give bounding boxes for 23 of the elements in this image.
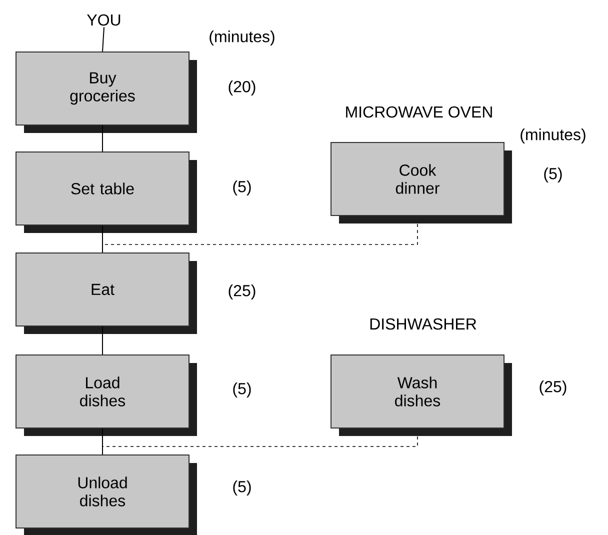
process-box: Load dishes <box>16 354 197 436</box>
duration-label: (25) <box>540 380 566 396</box>
duration-label: (5) <box>233 382 251 398</box>
unit-label: (minutes) <box>210 30 274 46</box>
duration-label: (5) <box>233 480 251 496</box>
connector-line <box>102 225 103 253</box>
process-box: Wash dishes <box>330 354 512 436</box>
process-box: Set table <box>16 152 197 233</box>
duration-label: (5) <box>544 168 562 182</box>
process-box: Unload dishes <box>16 454 197 535</box>
connector-line <box>102 26 104 52</box>
duration-label: (25) <box>228 284 256 300</box>
lane-heading: MICROWAVE OVEN <box>346 106 492 118</box>
unit-label: (minutes) <box>520 128 586 144</box>
connector-line <box>102 125 103 152</box>
process-box: Eat <box>16 252 197 334</box>
connector-line <box>102 326 103 355</box>
process-box: Buy groceries <box>16 52 197 133</box>
lane-heading: DISHWASHER <box>370 318 476 330</box>
duration-label: (5) <box>233 180 251 196</box>
lane-heading: YOU <box>87 14 120 26</box>
duration-label: (20) <box>228 80 256 96</box>
process-box: Cook dinner <box>330 142 512 224</box>
